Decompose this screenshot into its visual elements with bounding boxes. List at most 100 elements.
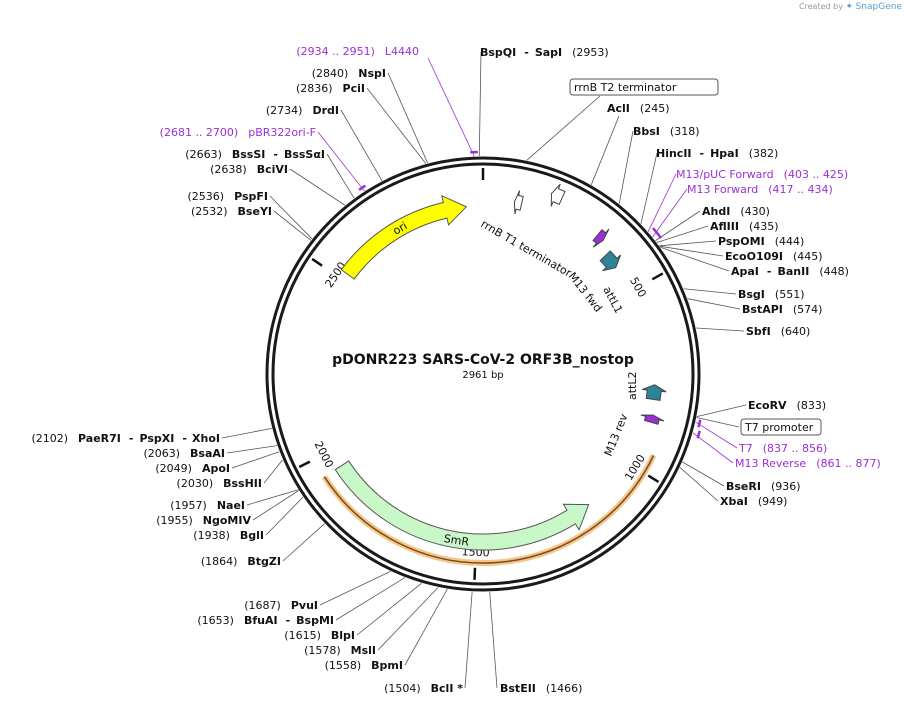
site-pspomi[interactable]: PspOMI(444) [718,235,804,248]
leader-line [269,195,313,240]
site-apai[interactable]: ApaI-BanII(448) [731,265,849,278]
primer-l4440[interactable]: (2934 .. 2951)L4440 [296,45,419,58]
leader-line [317,131,365,192]
primer-t7-range: (837 .. 856) [763,442,828,455]
t7-promoter-label[interactable]: T7 promoter [744,421,814,434]
site-naei-pos: (1957) [170,499,207,512]
site-bgli[interactable]: (1938)BglI [193,529,264,542]
site-nspi-pos: (2840) [312,67,349,80]
rrnb-t1-label[interactable]: rrnB T1 terminator [479,217,575,280]
leader-line [660,246,730,272]
site-acli-pos: (245) [640,102,670,115]
leader-line [427,57,475,157]
site-paer7i[interactable]: (2102)PaeR7I-PspXI-XhoI [31,432,220,445]
leader-line [652,188,688,238]
rrnb-t2-label[interactable]: rrnB T2 terminator [574,81,677,94]
site-ecoo109i[interactable]: EcoO109I(445) [725,250,823,263]
leader-line [263,459,283,484]
primer-m13-forward-name: M13 Forward [687,183,758,196]
site-pcii-pos: (2836) [296,82,333,95]
site-afliii[interactable]: AflIII(435) [710,220,779,233]
site-pspomi-pos: (444) [775,235,805,248]
m13-rev-label[interactable]: M13 rev [602,412,631,459]
site-bsteii-name: BstEII [500,682,536,695]
site-msli[interactable]: (1578)MslI [304,644,376,657]
feature-ori-label: ori [391,219,410,237]
site-naei[interactable]: (1957)NaeI [170,499,245,512]
site-bcli[interactable]: (1504)BclI * [384,682,463,695]
feature-rrnb-t1-terminator-arrow[interactable] [550,183,566,207]
site-apai-pos: (448) [819,265,849,278]
site-bsshii[interactable]: (2030)BssHII [177,477,262,490]
m13-fwd-label[interactable]: M13 fwd [566,270,605,315]
site-blpi[interactable]: (1615)BlpI [284,629,355,642]
leader-line [692,432,734,464]
site-bseyi[interactable]: (2532)BseYI [191,205,272,218]
site-pcii[interactable]: (2836)PciI [296,82,365,95]
site-bsssi[interactable]: (2663)BssSI-BssSαI [185,148,325,161]
site-bcivi[interactable]: (2638)BciVI [210,163,288,176]
feature-rrnb-t2-terminator-arrow[interactable] [513,190,524,215]
feature-ori-arrow[interactable] [340,194,468,280]
site-bpmi[interactable]: (1558)BpmI [325,659,403,672]
site-ecorv-name: EcoRV [748,399,787,412]
site-afliii-pos: (435) [749,220,779,233]
leader-line [659,240,717,247]
primer-t7-name: T7 [738,442,753,455]
site-apoi[interactable]: (2049)ApoI [155,462,230,475]
site-ahdi[interactable]: AhdI(430) [702,205,770,218]
outer-strand [265,156,701,592]
feature-smr[interactable]: SmR [334,460,590,551]
site-nspi[interactable]: (2840)NspI [312,67,386,80]
primer-binding-mark[interactable] [358,184,367,191]
site-ecorv[interactable]: EcoRV(833) [748,399,826,412]
attl2-label[interactable]: attL2 [626,372,639,401]
label-leaders [221,51,747,689]
site-bsaai[interactable]: (2063)BsaAI [143,447,225,460]
primer-t7[interactable]: T7 (837 .. 856) [738,442,827,455]
primer-binding-mark[interactable] [655,231,663,239]
site-acli[interactable]: AclI(245) [607,102,670,115]
feature-attl1-arrow[interactable] [599,250,622,272]
site-bseri[interactable]: BseRI(936) [726,480,801,493]
primer-pbr322ori-f[interactable]: (2681 .. 2700)pBR322ori-F [160,126,316,139]
snapgene-credit: Created by ✦ SnapGene [799,2,902,12]
feature-m13-rev-arrow[interactable] [640,414,665,425]
site-pspfi[interactable]: (2536)PspFI [188,190,268,203]
site-pvui[interactable]: (1687)PvuI [244,599,318,612]
site-bstapi[interactable]: BstAPI(574) [742,303,822,316]
site-hincii[interactable]: HincII-HpaI(382) [656,147,778,160]
site-sbfi[interactable]: SbfI(640) [746,325,810,338]
primer-l4440-range: (2934 .. 2951) [296,45,375,58]
primer-m13puc-forward[interactable]: M13/pUC Forward(403 .. 425) [676,168,848,181]
tick-label-500: 500 [627,275,649,300]
site-bbsi[interactable]: BbsI(318) [633,125,700,138]
leader-line [246,489,299,506]
site-bsgi-name: BsgI [738,288,765,301]
site-drdi[interactable]: (2734)DrdI [266,104,339,117]
leader-line [696,327,745,332]
site-bcivi-pos: (2638) [210,163,247,176]
primer-binding-mark[interactable] [696,430,701,439]
site-ngomiv[interactable]: (1955)NgoMIV [156,514,251,527]
site-bspqi[interactable]: BspQI-SapI(2953) [480,46,609,59]
site-bgli-pos: (1938) [193,529,230,542]
primer-m13-reverse[interactable]: M13 Reverse(861 .. 877) [735,457,881,470]
primer-m13-forward[interactable]: M13 Forward(417 .. 434) [687,183,833,196]
site-xbai[interactable]: XbaI(949) [720,495,787,508]
leader-line [478,51,482,157]
tick-label-2000: 2000 [312,439,336,470]
leader-line [695,421,738,449]
feature-m13-fwd-arrow[interactable] [592,228,610,248]
leader-line [289,168,346,206]
site-bsteii[interactable]: BstEII(1466) [500,682,582,695]
feature-ori[interactable]: ori [340,194,468,280]
attl1-label[interactable]: attL1 [600,284,625,315]
site-bsgi[interactable]: BsgI(551) [738,288,805,301]
primer-binding-mark[interactable] [697,419,702,428]
site-bfuai[interactable]: (1653)BfuAI-BspMI [197,614,334,627]
site-btgzi[interactable]: (1864)BtgZI [201,555,281,568]
feature-attl2-arrow[interactable] [642,384,667,401]
feature-smr-arrow[interactable] [334,460,590,551]
